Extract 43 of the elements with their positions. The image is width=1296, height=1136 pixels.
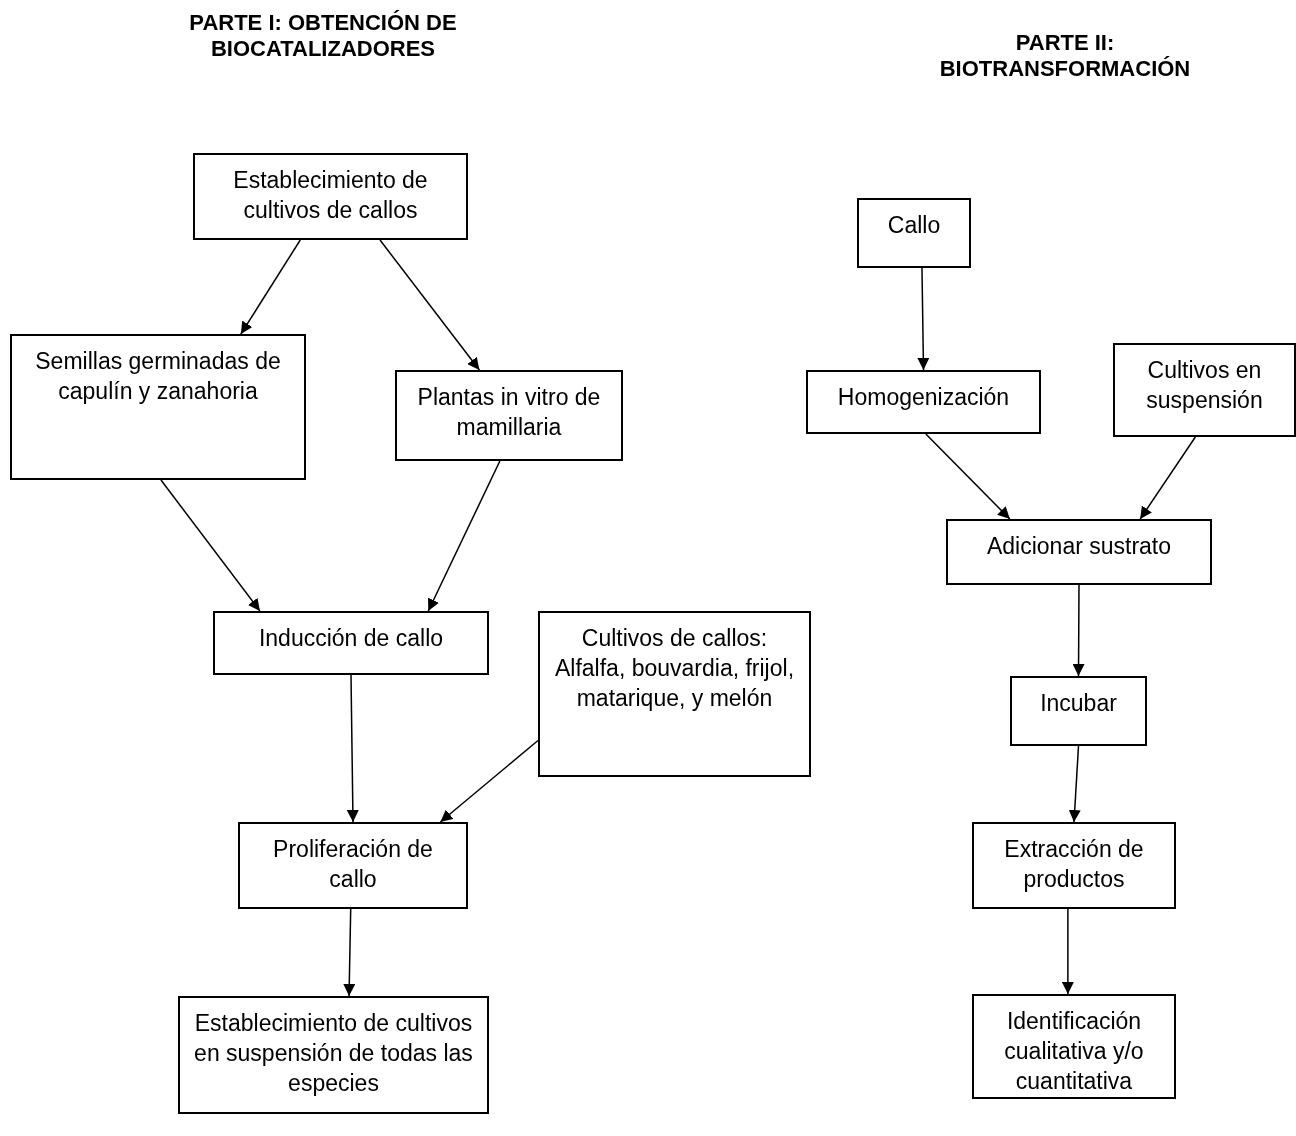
step-text: Proliferación de callo <box>272 835 434 894</box>
step-text: Cultivos de callos: Alfalfa, bouvardia, frijol, matarique, y melón <box>553 624 796 713</box>
process-box <box>806 370 1041 434</box>
step-text: Adicionar sustrato <box>986 532 1172 561</box>
step-text: Homogenización <box>837 383 1010 412</box>
step-text: Incubar <box>1040 689 1117 718</box>
process-box <box>972 822 1176 909</box>
process-box <box>213 611 489 675</box>
process-box <box>857 198 971 268</box>
process-box <box>538 611 811 777</box>
arrow <box>1061 908 1074 995</box>
process-box <box>972 994 1176 1099</box>
arrow <box>917 267 930 371</box>
arrow <box>1068 745 1081 823</box>
process-box <box>946 519 1212 585</box>
process-box <box>10 334 306 480</box>
step-text: Establecimiento de cultivos de callos <box>232 166 429 225</box>
arrow <box>160 479 261 612</box>
arrow <box>925 433 1011 520</box>
step-text: Semillas germinadas de capulín y zanahoria <box>34 347 282 406</box>
process-box <box>1010 676 1147 746</box>
section-heading: PARTE I: OBTENCIÓN DE BIOCATALIZADORES <box>188 10 458 62</box>
process-box <box>395 370 623 461</box>
arrow <box>1139 436 1197 520</box>
step-text: Plantas in vitro de mamillaria <box>416 383 602 442</box>
step-text: Identificación cualitativa y/o cuantitativa <box>1003 1007 1145 1096</box>
arrow <box>346 674 359 823</box>
process-box <box>178 996 489 1114</box>
step-text: Inducción de callo <box>258 624 444 653</box>
arrow <box>343 908 356 997</box>
arrow <box>1072 584 1085 677</box>
process-box <box>1113 343 1296 437</box>
step-text: Extracción de productos <box>1003 835 1145 894</box>
step-text: Establecimiento de cultivos en suspensión de todas las especies <box>193 1009 474 1098</box>
step-text: Cultivos en suspensión <box>1145 356 1264 415</box>
arrow <box>427 460 501 612</box>
process-box <box>238 822 468 909</box>
arrow <box>439 739 539 823</box>
section-heading: PARTE II: BIOTRANSFORMACIÓN <box>938 30 1192 82</box>
arrow <box>240 239 301 335</box>
arrow <box>379 239 481 371</box>
step-text: Callo <box>887 211 941 240</box>
process-box <box>193 153 468 240</box>
